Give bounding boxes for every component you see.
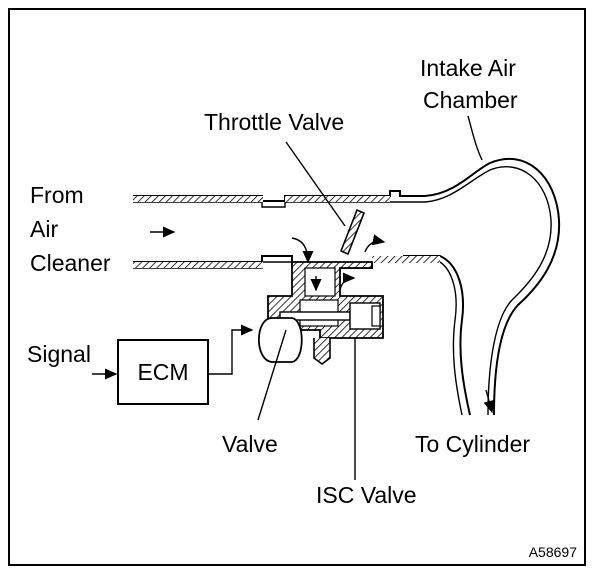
isc-valve-label: ISC Valve (316, 482, 417, 508)
valve-label: Valve (222, 431, 278, 457)
diagram-frame (8, 8, 586, 566)
intake-air-chamber-label-1: Intake Air (420, 55, 516, 81)
signal-label: Signal (27, 341, 91, 367)
cleaner-label: Cleaner (30, 250, 111, 276)
throttle-valve-leader (285, 141, 346, 227)
from-label: From (30, 182, 84, 208)
intake-air-chamber-leader (467, 115, 483, 161)
valve-leader (257, 329, 287, 421)
figure-code: A58697 (529, 544, 577, 560)
ecm-output-wire (208, 324, 254, 375)
isc-valve-body (258, 261, 384, 365)
intake-air-chamber-label-2: Chamber (423, 87, 518, 113)
air-flow-arrows (150, 226, 495, 414)
ecm-label: ECM (137, 359, 188, 385)
throttle-valve-plate (339, 208, 366, 256)
ecm-box (117, 339, 209, 405)
to-cylinder-label: To Cylinder (415, 431, 530, 457)
air-label: Air (30, 216, 58, 242)
throttle-valve-label: Throttle Valve (204, 109, 344, 135)
upper-duct-wall (133, 157, 561, 416)
